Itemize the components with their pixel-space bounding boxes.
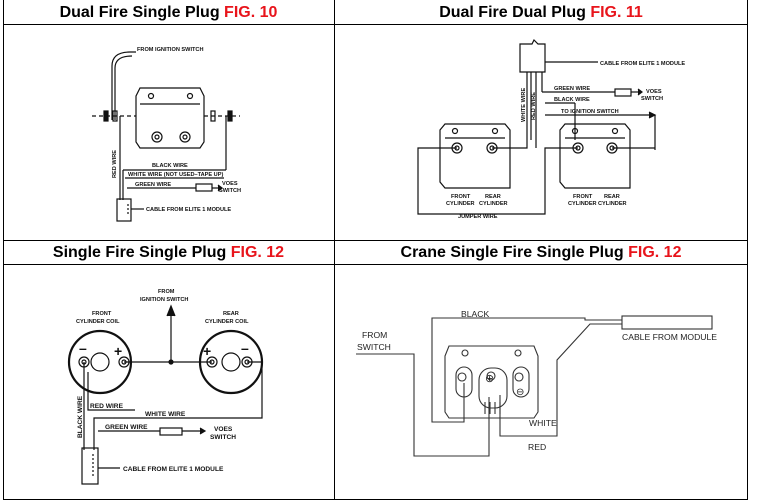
fig11-front-label: FRONT	[451, 194, 471, 200]
fig12-switch-label: SWITCH	[210, 434, 236, 441]
fig10-switch-label: SWITCH	[219, 188, 241, 194]
fig-label: FIG. 10	[224, 4, 278, 21]
fig12-black-wire-label: BLACK WIRE	[77, 395, 84, 438]
fig12-plus-a: +	[114, 343, 122, 359]
fig12-from-label: FROM	[158, 289, 175, 295]
crane-black-label: BLACK	[461, 309, 489, 319]
fig-label: FIG. 12	[628, 244, 682, 261]
fig12-front-coil-label: CYLINDER COIL	[76, 319, 120, 325]
crane-red-label: RED	[528, 442, 546, 452]
crane-switch-label: SWITCH	[357, 342, 391, 352]
crane-plus-symbol: ⊕	[485, 373, 494, 385]
fig10-green-wire-label: GREEN WIRE	[135, 182, 171, 188]
panel-title-fig10: Dual Fire Single Plug FIG. 10	[3, 1, 334, 25]
fig11-red-wire-label: RED WIRE	[531, 92, 537, 120]
fig12-rear-label: REAR	[223, 311, 239, 317]
fig11-switch-label: SWITCH	[641, 96, 663, 102]
fig12-white-wire-label: WHITE WIRE	[145, 411, 186, 418]
fig11-white-wire-label: WHITE WIRE	[521, 88, 527, 122]
fig11-front-cyl-label: CYLINDER	[446, 201, 475, 207]
fig10-black-wire-label: BLACK WIRE	[152, 163, 188, 169]
fig11-to-ignition-label: TO IGNITION SWITCH	[561, 109, 619, 115]
fig12-cable-label: CABLE FROM ELITE 1 MODULE	[123, 466, 224, 473]
fig11-rear2-cyl-label: CYLINDER	[598, 201, 627, 207]
title-text: Crane Single Fire Single Plug	[400, 244, 629, 261]
fig11-wiring	[417, 38, 657, 215]
panel-title-fig12: Single Fire Single Plug FIG. 12	[3, 241, 334, 265]
panel-grid	[3, 0, 748, 500]
fig-label: FIG. 12	[230, 244, 285, 261]
fig11-rear-label: REAR	[485, 194, 501, 200]
crane-wiring	[356, 315, 713, 457]
fig10-from-ignition-label: FROM IGNITION SWITCH	[137, 47, 204, 53]
crane-minus-symbol: ⊖	[516, 387, 524, 398]
fig-label: FIG. 11	[590, 4, 643, 21]
divider-row1	[3, 24, 748, 25]
fig12-wiring	[67, 304, 264, 485]
fig12-plus-b: +	[203, 343, 211, 359]
title-text: Single Fire Single Plug	[52, 244, 231, 261]
crane-from-label: FROM	[362, 330, 387, 340]
fig11-voes-label: VOES	[646, 89, 662, 95]
panel-title-fig11: Dual Fire Dual Plug FIG. 11	[335, 1, 747, 25]
crane-white-label: WHITE	[529, 418, 557, 428]
fig12-ignition-label: IGNITION SWITCH	[140, 297, 188, 303]
crane-cable-label: CABLE FROM MODULE	[622, 332, 717, 342]
fig11-cable-label: CABLE FROM ELITE 1 MODULE	[600, 61, 685, 67]
fig11-rear2-label: REAR	[604, 194, 620, 200]
divider-row2	[3, 264, 748, 265]
fig11-front2-label: FRONT	[573, 194, 593, 200]
fig12-green-wire-label: GREEN WIRE	[105, 424, 148, 431]
panel-title-crane: Crane Single Fire Single Plug FIG. 12	[335, 241, 747, 265]
divider-mid	[3, 240, 748, 241]
fig12-voes-label: VOES	[214, 426, 233, 433]
fig11-jumper-label: JUMPER WIRE	[458, 214, 498, 220]
fig11-rear-cyl-label: CYLINDER	[479, 201, 508, 207]
vertical-divider	[334, 0, 335, 500]
fig10-voes-label: VOES	[222, 181, 238, 187]
fig11-front2-cyl-label: CYLINDER	[568, 201, 597, 207]
title-text: Dual Fire Single Plug	[59, 4, 225, 21]
fig10-coil	[92, 51, 240, 222]
fig12-front-label: FRONT	[92, 311, 112, 317]
fig10-red-wire-label: RED WIRE	[112, 150, 118, 178]
fig12-rear-coil-label: CYLINDER COIL	[205, 319, 249, 325]
fig10-white-wire-label: WHITE WIRE (NOT USED–TAPE UP)	[128, 172, 223, 178]
fig12-minus-a: –	[79, 340, 87, 356]
fig11-black-wire-label: BLACK WIRE	[554, 97, 590, 103]
fig12-red-wire-label: RED WIRE	[90, 403, 124, 410]
fig10-cable-label: CABLE FROM ELITE 1 MODULE	[146, 207, 231, 213]
title-text: Dual Fire Dual Plug	[439, 4, 591, 21]
fig12-minus-b: –	[241, 340, 249, 356]
fig11-green-wire-label: GREEN WIRE	[554, 86, 590, 92]
